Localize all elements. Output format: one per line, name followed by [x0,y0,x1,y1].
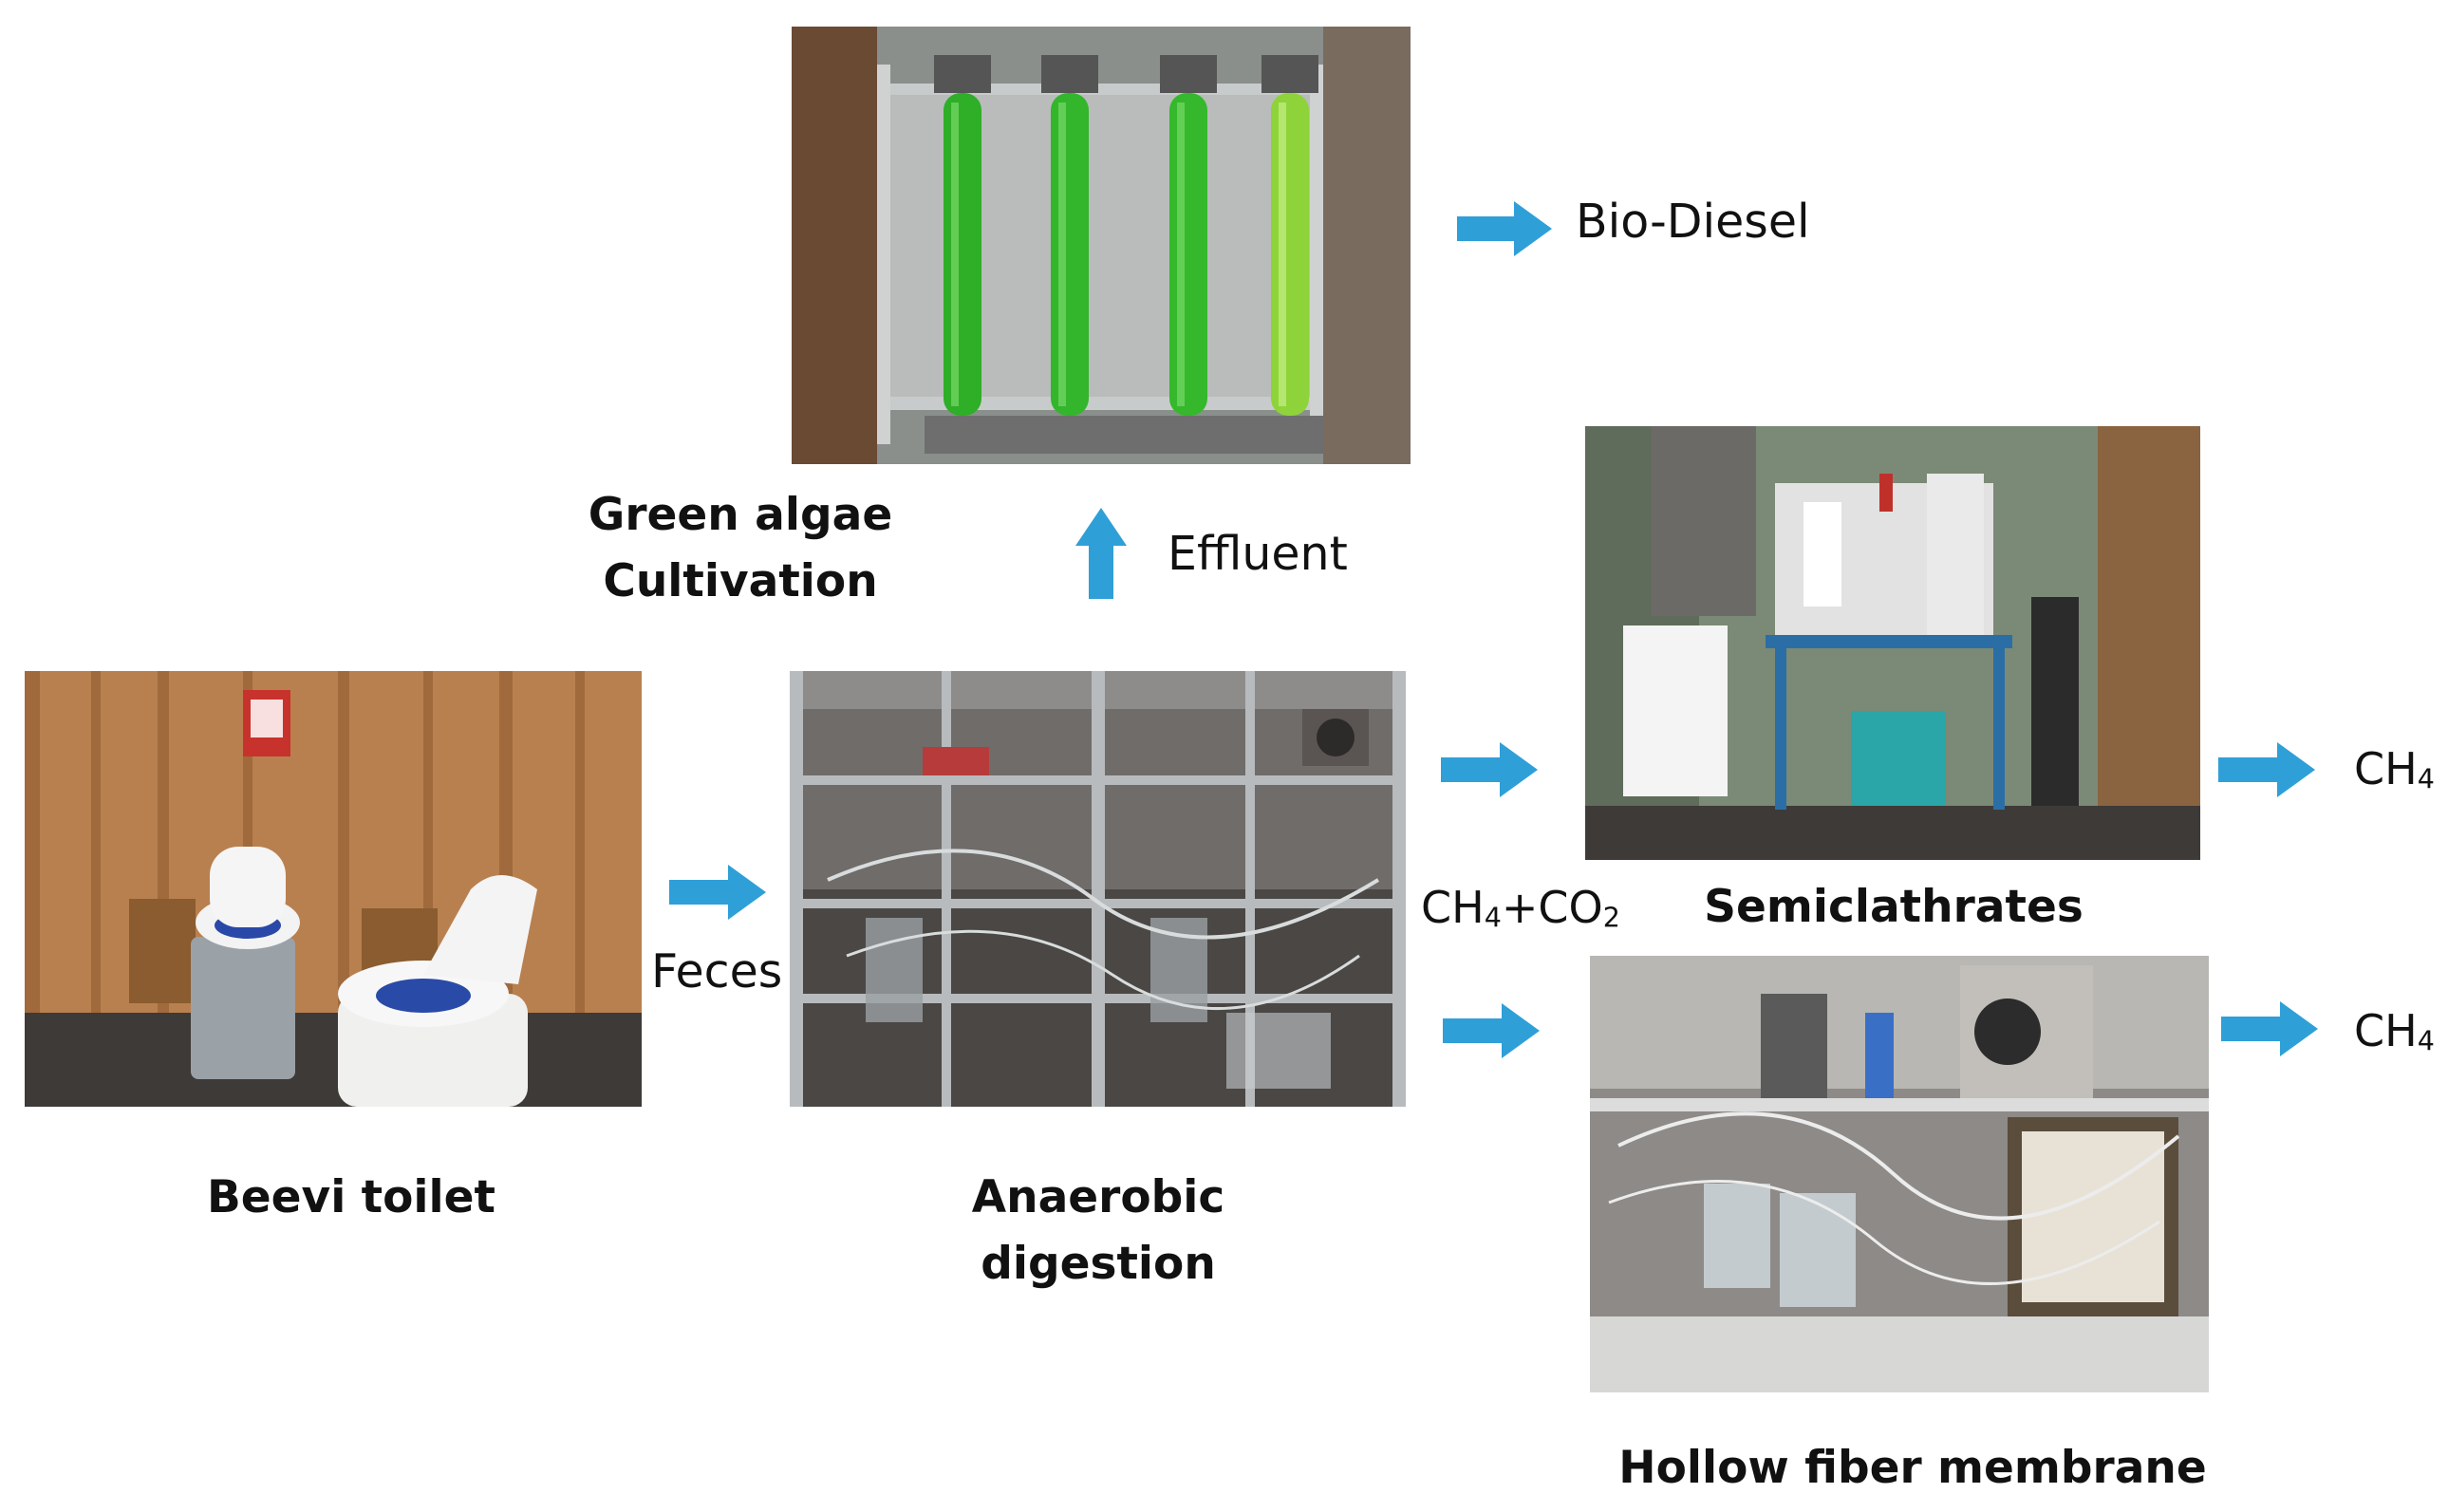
biogas-sub-4: 4 [1484,902,1502,934]
arrow-to-biodiesel [1457,201,1552,256]
beevi-toilet-photo [25,671,642,1107]
digestion-caption-line2: digestion [981,1238,1216,1290]
biogas-label: CH4+CO2 [1421,879,1620,946]
digestion-caption-line1: Anaerobic [971,1171,1225,1223]
arrow-to-semiclathrates [1441,742,1538,797]
arrow-membrane-to-ch4 [2221,1001,2318,1056]
beevi-toilet-caption: Beevi toilet [206,1171,495,1223]
biodiesel-label: Bio-Diesel [1576,195,1810,249]
biogas-ch: CH [1421,882,1485,933]
hollow-fiber-membrane-caption: Hollow fiber membrane [1618,1442,2207,1494]
algae-cultivation-photo [792,27,1411,464]
algae-caption-line2: Cultivation [603,555,878,607]
feces-label: Feces [651,944,783,999]
arrow-to-membrane [1443,1003,1540,1058]
methane-bottom-ch: CH [2354,1005,2418,1056]
semiclathrates-photo [1585,426,2200,860]
arrow-effluent-up [1075,508,1127,599]
methane-label-top: CH4 [2354,740,2435,808]
methane-bottom-sub: 4 [2417,1025,2435,1057]
biogas-plus-co: +CO [1501,882,1603,933]
anaerobic-digestion-photo [790,671,1406,1107]
arrow-semiclathrates-to-ch4 [2218,742,2315,797]
algae-cultivation-caption: Green algae Cultivation [532,482,949,615]
arrow-feces [669,865,766,920]
methane-top-sub: 4 [2417,763,2435,795]
effluent-label: Effluent [1168,527,1348,581]
anaerobic-digestion-caption: Anaerobic digestion [889,1165,1307,1297]
biogas-sub-2: 2 [1602,902,1620,934]
semiclathrates-caption: Semiclathrates [1704,881,2084,933]
hollow-fiber-membrane-photo [1590,956,2209,1392]
methane-label-bottom: CH4 [2354,1002,2435,1070]
algae-caption-line1: Green algae [588,489,893,541]
methane-top-ch: CH [2354,743,2418,794]
